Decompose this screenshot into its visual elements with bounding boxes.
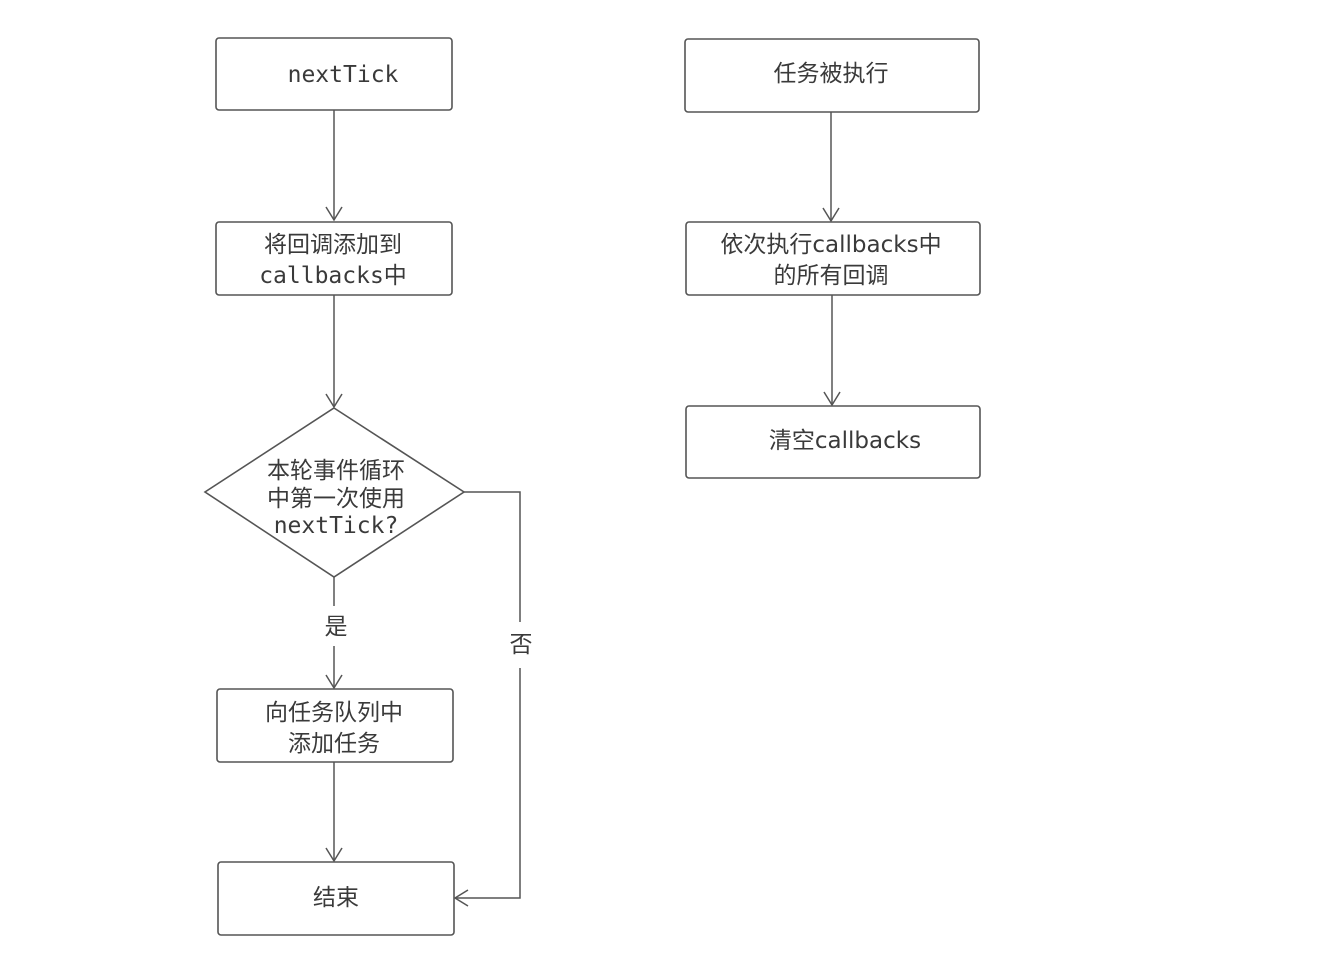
node-end-box <box>217 861 455 936</box>
node-first-use-check: 本轮事件循环 中第一次使用 nextTick? <box>203 407 466 578</box>
edge-run-callbacks-to-clear <box>823 295 841 407</box>
node-next-tick-label: nextTick <box>288 62 399 88</box>
node-task-executed-label: 任务被执行 <box>774 61 889 87</box>
edge-yes-label: 是 <box>325 614 348 640</box>
node-add-callback: 将回调添加到 callbacks中 <box>215 221 453 296</box>
node-next-tick: nextTick <box>215 37 453 111</box>
node-add-callback-line-2: callbacks中 <box>259 263 407 289</box>
node-end: 结束 <box>217 861 455 936</box>
node-first-use-check-line-1: 本轮事件循环 <box>267 458 405 484</box>
edge-next-tick-to-add-callback <box>325 110 343 222</box>
node-run-callbacks-line-1: 依次执行callbacks中 <box>720 232 941 258</box>
node-task-executed-box <box>684 38 980 113</box>
node-first-use-check-line-3: nextTick? <box>274 513 399 539</box>
node-add-task-box <box>216 688 454 763</box>
node-add-callback-line-1: 将回调添加到 <box>264 232 402 258</box>
edge-add-task-to-end <box>325 762 343 863</box>
edge-add-callback-to-decision <box>325 295 343 409</box>
node-add-task: 向任务队列中 添加任务 <box>216 688 454 763</box>
node-end-label: 结束 <box>313 885 359 911</box>
node-clear-callbacks: 清空callbacks <box>685 405 981 479</box>
node-task-executed: 任务被执行 <box>684 38 980 113</box>
edge-yes: 是 <box>325 577 348 690</box>
node-add-task-line-2: 添加任务 <box>288 731 380 757</box>
node-first-use-check-line-2: 中第一次使用 <box>267 486 405 512</box>
edge-no: 否 <box>453 491 533 907</box>
node-clear-callbacks-box <box>685 405 981 479</box>
node-run-callbacks: 依次执行callbacks中 的所有回调 <box>685 221 981 296</box>
node-add-task-line-1: 向任务队列中 <box>265 700 403 726</box>
edge-no-label: 否 <box>510 632 533 658</box>
node-run-callbacks-line-2: 的所有回调 <box>774 263 889 289</box>
node-run-callbacks-box <box>685 221 981 296</box>
edge-task-executed-to-run-callbacks <box>822 112 840 223</box>
node-clear-callbacks-label: 清空callbacks <box>769 428 921 454</box>
